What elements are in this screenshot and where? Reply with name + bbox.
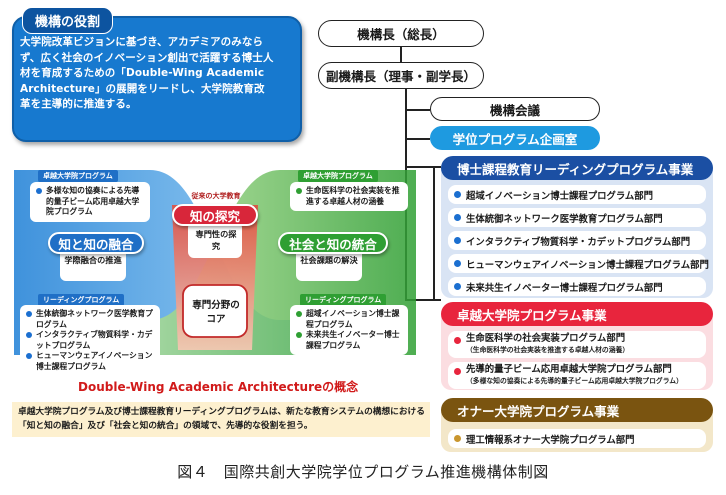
society-integration-label: 社会と知の統合 <box>278 232 388 254</box>
doctoral-item: 生体統御ネットワーク医学教育プログラム部門 <box>448 208 706 227</box>
elite-program-header: 卓越大学院プログラム事業 <box>441 302 713 326</box>
bullet-icon <box>454 191 461 198</box>
bullet-icon <box>454 337 461 344</box>
bullet-icon <box>454 435 461 442</box>
top-left-tag: 卓越大学院プログラム <box>38 170 118 182</box>
center-top-small: 従来の大学教育 <box>191 192 241 200</box>
concept-title: Double-Wing Academic Architectureの概念 <box>78 380 359 394</box>
connector-office <box>405 138 430 140</box>
director-box: 機構長（総長） <box>318 20 484 47</box>
connector-head-vice <box>400 47 402 62</box>
bullet-icon <box>454 368 461 375</box>
bullet-icon <box>454 260 461 267</box>
top-left-card: 多様な知の協奏による先導的量子ビーム応用卓越大学院プログラム <box>30 182 150 222</box>
bullet-icon <box>454 283 461 290</box>
right-sub-text: 社会課題の解決 <box>300 255 358 265</box>
doctoral-item: ヒューマンウェアイノベーション博士課程プログラム部門 <box>448 254 709 273</box>
elite-item: 先導的量子ビーム応用卓越大学院プログラム部門（多様な知の協奏による先導的量子ビー… <box>448 362 706 389</box>
bottom-left-tag: リーディングプログラム <box>38 294 125 306</box>
center-core-text: 専門分野のコア <box>192 300 240 325</box>
doctoral-item: インタラクティブ物質科学・カデットプログラム部門 <box>448 231 706 250</box>
bullet-icon <box>454 237 461 244</box>
connector-elite <box>405 299 441 301</box>
bottom-right-tag: リーディングプログラム <box>300 294 387 306</box>
connector-doctoral <box>405 166 441 168</box>
bottom-left-card: 生体統御ネットワーク医学教育プログラム インタラクティブ物質科学・カデットプログ… <box>20 305 160 376</box>
center-sub-text: 専門性の探究 <box>195 229 237 251</box>
figure-caption: 図４ 国際共創大学院学位プログラム推進機構体制図 <box>177 463 549 481</box>
owner-program-header: オナー大学院プログラム事業 <box>441 398 713 422</box>
center-card <box>188 222 242 258</box>
doctoral-program-header: 博士課程教育リーディングプログラム事業 <box>441 156 713 180</box>
connector-doctoral-drop <box>433 166 435 299</box>
knowledge-inquiry-label: 知の探究 <box>172 204 258 226</box>
planning-office-box: 学位プログラム企画室 <box>430 126 600 150</box>
right-mid-card <box>296 245 362 281</box>
elite-item: 生命医科学の社会実装プログラム部門（生命医科学の社会実装を推進する卓越人材の涵養… <box>448 331 706 358</box>
vice-director-box: 副機構長（理事・副学長） <box>318 62 484 89</box>
doctoral-item: 超域イノベーション博士課程プログラム部門 <box>448 185 706 204</box>
bottom-right-card: 超域イノベーション博士課程プログラム 未来共生イノベーター博士課程プログラム <box>290 305 408 355</box>
left-sub-text: 学際融合の推進 <box>64 255 122 265</box>
top-right-card: 生命医科学の社会実装を推進する卓越人材の涵養 <box>290 182 408 211</box>
role-description: 大学院改革ビジョンに基づき、アカデミアのみならず、広く社会のイノベーション創出で… <box>20 36 274 110</box>
connector-council <box>405 109 430 111</box>
doctoral-item: 未来共生イノベーター博士課程プログラム部門 <box>448 277 706 296</box>
core-box <box>182 284 248 338</box>
bullet-icon <box>454 214 461 221</box>
owner-item: 理工情報系オナー大学院プログラム部門 <box>448 429 706 448</box>
role-panel <box>12 16 302 142</box>
top-right-tag: 卓越大学院プログラム <box>298 170 378 182</box>
council-box: 機構会議 <box>430 97 600 121</box>
left-mid-card <box>60 245 126 281</box>
role-title: 機構の役割 <box>22 7 114 34</box>
knowledge-fusion-label: 知と知の融合 <box>48 232 144 254</box>
note-text: 卓越大学院プログラム及び博士課程教育リーディングプログラムは、新たな教育システム… <box>18 407 425 431</box>
note-panel <box>12 402 430 437</box>
doctoral-program-panel <box>441 160 713 298</box>
